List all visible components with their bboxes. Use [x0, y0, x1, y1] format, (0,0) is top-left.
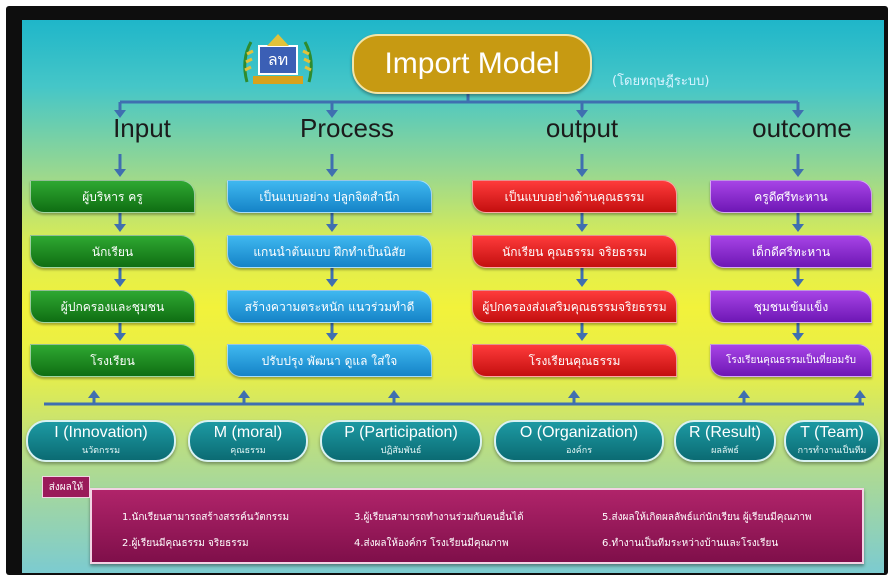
- process-box-4: ปรับปรุง พัฒนา ดูแล ใส่ใจ: [227, 344, 432, 377]
- input-box-4: โรงเรียน: [30, 344, 195, 377]
- output-box-2: นักเรียน คุณธรรม จริยธรรม: [472, 235, 677, 268]
- box-arrow-0-2: [114, 333, 126, 341]
- result-item-1: 1.นักเรียนสามารถสร้างสรรค์นวัตกรรม: [122, 512, 290, 523]
- heading-output: output: [545, 113, 619, 143]
- result-item-2: 2.ผู้เรียนมีคุณธรรม จริยธรรม: [122, 538, 249, 549]
- box-arrow-1-0: [326, 224, 338, 232]
- results-label: ส่งผลให้: [42, 476, 90, 498]
- heading-input: Input: [113, 113, 171, 143]
- top-arrow-3: [792, 110, 804, 118]
- heading-process: Process: [300, 113, 394, 143]
- up-arrow-0: [88, 390, 100, 398]
- box-arrow-1-1: [326, 279, 338, 287]
- head-arrow-2: [576, 169, 588, 177]
- process-box-2: แกนนำต้นแบบ ฝึกทำเป็นนิสัย: [227, 235, 432, 268]
- result-item-5: 5.ส่งผลให้เกิดผลลัพธ์แก่นักเรียน ผู้เรีย…: [602, 512, 812, 523]
- outcome-box-3: ชุมชนเข้มแข็ง: [710, 290, 872, 323]
- box-arrow-0-1: [114, 279, 126, 287]
- box-arrow-0-0: [114, 224, 126, 232]
- school-logo: ลท: [237, 30, 319, 90]
- up-arrow-2: [388, 390, 400, 398]
- output-box-1: เป็นแบบอย่างด้านคุณธรรม: [472, 180, 677, 213]
- outcome-box-4: โรงเรียนคุณธรรมเป็นที่ยอมรับ: [710, 344, 872, 377]
- model-subtitle: (โดยทฤษฎีระบบ): [612, 74, 710, 89]
- connector-lines: [44, 90, 866, 406]
- box-arrow-3-0: [792, 224, 804, 232]
- box-arrow-2-2: [576, 333, 588, 341]
- principle-title: I (Innovation): [54, 424, 148, 441]
- principle-team: T (Team) การทำงานเป็นทีม: [784, 420, 880, 462]
- head-arrow-1: [326, 169, 338, 177]
- head-arrow-3: [792, 169, 804, 177]
- box-arrow-3-2: [792, 333, 804, 341]
- principle-title: R (Result): [688, 424, 761, 441]
- result-item-3: 3.ผู้เรียนสามารถทำงานร่วมกับคนอื่นได้: [354, 512, 524, 523]
- top-arrow-0: [114, 110, 126, 118]
- principle-title: M (moral): [213, 424, 283, 441]
- top-arrow-2: [576, 110, 588, 118]
- input-box-1: ผู้บริหาร ครู: [30, 180, 195, 213]
- up-arrow-5: [854, 390, 866, 398]
- principle-subtitle: ปฏิสัมพันธ์: [380, 446, 422, 456]
- up-arrow-4: [738, 390, 750, 398]
- box-arrow-2-0: [576, 224, 588, 232]
- outcome-box-2: เด็กดีศรีทะหาน: [710, 235, 872, 268]
- box-arrow-1-2: [326, 333, 338, 341]
- model-title-text: Import Model: [384, 47, 560, 80]
- process-box-3: สร้างความตระหนัก แนวร่วมทำดี: [227, 290, 432, 323]
- box-arrow-3-1: [792, 279, 804, 287]
- result-item-4: 4.ส่งผลให้องค์กร โรงเรียนมีคุณภาพ: [354, 538, 509, 549]
- top-arrow-1: [326, 110, 338, 118]
- model-title: Import Model: [352, 34, 592, 94]
- principle-title: O (Organization): [519, 424, 639, 441]
- up-arrow-1: [238, 390, 250, 398]
- principle-result: R (Result) ผลลัพธ์: [674, 420, 776, 462]
- logo-emblem-icon: [243, 34, 313, 84]
- output-box-4: โรงเรียนคุณธรรม: [472, 344, 677, 377]
- diagram-canvas: ลท Import Model (โดยทฤษฎีระบบ) Input Pro…: [22, 20, 884, 573]
- principle-subtitle: ผลลัพธ์: [711, 446, 739, 456]
- principle-participation: P (Participation) ปฏิสัมพันธ์: [320, 420, 482, 462]
- principle-subtitle: การทำงานเป็นทีม: [797, 446, 867, 456]
- principle-subtitle: คุณธรรม: [230, 446, 266, 456]
- principle-moral: M (moral) คุณธรรม: [188, 420, 308, 462]
- principle-subtitle: องค์กร: [565, 446, 593, 456]
- heading-outcome: outcome: [752, 113, 852, 143]
- logo-text: ลท: [267, 50, 289, 69]
- input-box-3: ผู้ปกครองและชุมชน: [30, 290, 195, 323]
- principle-title: P (Participation): [344, 424, 458, 441]
- up-arrow-3: [568, 390, 580, 398]
- principle-subtitle: นวัตกรรม: [81, 446, 121, 456]
- input-box-2: นักเรียน: [30, 235, 195, 268]
- process-box-1: เป็นแบบอย่าง ปลูกจิตสำนึก: [227, 180, 432, 213]
- head-arrow-0: [114, 169, 126, 177]
- box-arrow-2-1: [576, 279, 588, 287]
- screen-frame: ลท Import Model (โดยทฤษฎีระบบ) Input Pro…: [6, 6, 888, 575]
- results-panel: 1.นักเรียนสามารถสร้างสรรค์นวัตกรรม 2.ผู้…: [90, 488, 864, 564]
- output-box-3: ผู้ปกครองส่งเสริมคุณธรรมจริยธรรม: [472, 290, 677, 323]
- outcome-box-1: ครูดีศรีทะหาน: [710, 180, 872, 213]
- connector-layer: [44, 90, 866, 406]
- principle-title: T (Team): [800, 424, 864, 441]
- result-item-6: 6.ทำงานเป็นทีมระหว่างบ้านและโรงเรียน: [602, 538, 779, 549]
- principle-innovation: I (Innovation) นวัตกรรม: [26, 420, 176, 462]
- principle-organization: O (Organization) องค์กร: [494, 420, 664, 462]
